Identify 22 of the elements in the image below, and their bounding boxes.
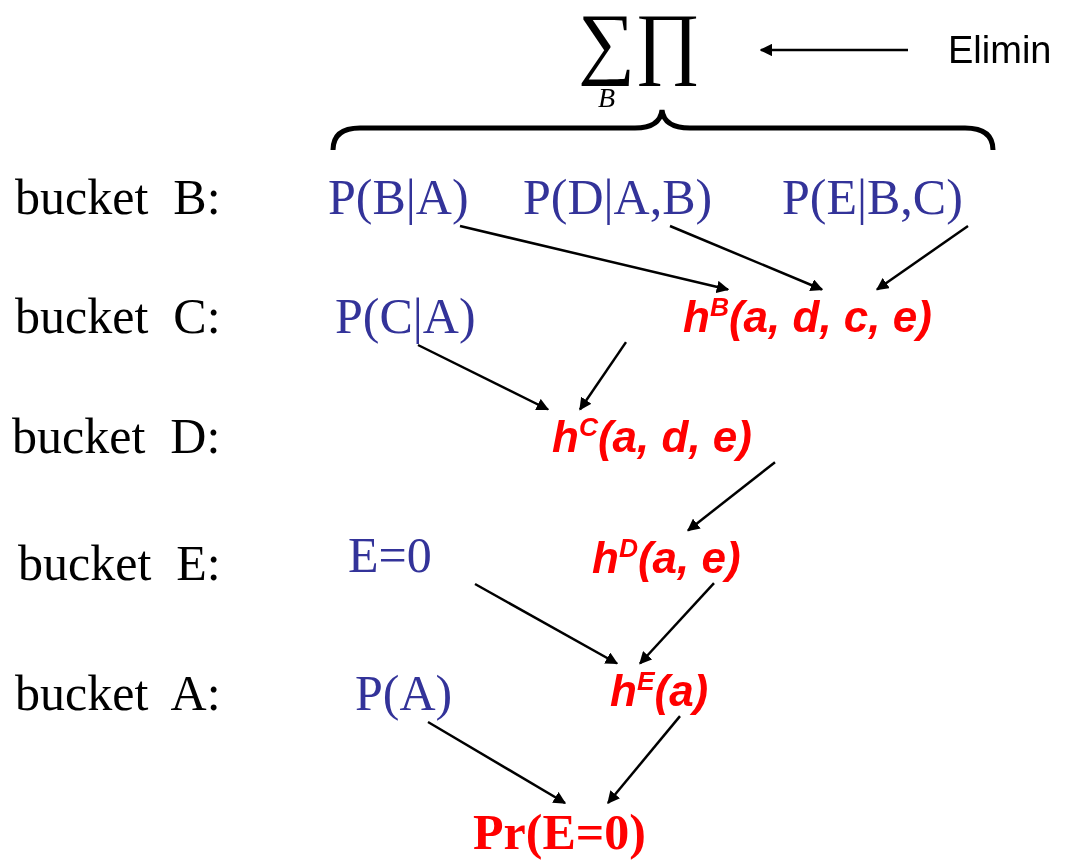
arrow bbox=[578, 341, 628, 411]
arrow bbox=[474, 582, 619, 665]
arrow bbox=[759, 43, 908, 57]
evidence-term: E=0 bbox=[348, 530, 432, 580]
annotation-text: Elimin bbox=[948, 31, 1052, 69]
function-term: h$^{E}$(a) bbox=[610, 667, 709, 713]
function-term: h$^{C}$(a, d, e) bbox=[552, 413, 752, 459]
bucket-label: bucket C: bbox=[15, 291, 221, 341]
arrow bbox=[639, 582, 715, 665]
function-term: h$^{D}$(a, e) bbox=[592, 534, 741, 580]
arrow bbox=[459, 224, 730, 293]
arrow bbox=[417, 343, 550, 411]
arrow bbox=[875, 224, 969, 291]
bucket-label: bucket D: bbox=[12, 411, 221, 461]
arrow bbox=[427, 720, 567, 805]
bucket-label: bucket A: bbox=[15, 668, 221, 718]
bucket-label: bucket E: bbox=[18, 538, 221, 588]
arrow bbox=[607, 715, 681, 804]
arrow bbox=[669, 224, 824, 291]
bucket-label: bucket B: bbox=[15, 172, 221, 222]
function-term: h$^{B}$(a, d, c, e) bbox=[683, 293, 932, 339]
arrow bbox=[687, 461, 776, 532]
